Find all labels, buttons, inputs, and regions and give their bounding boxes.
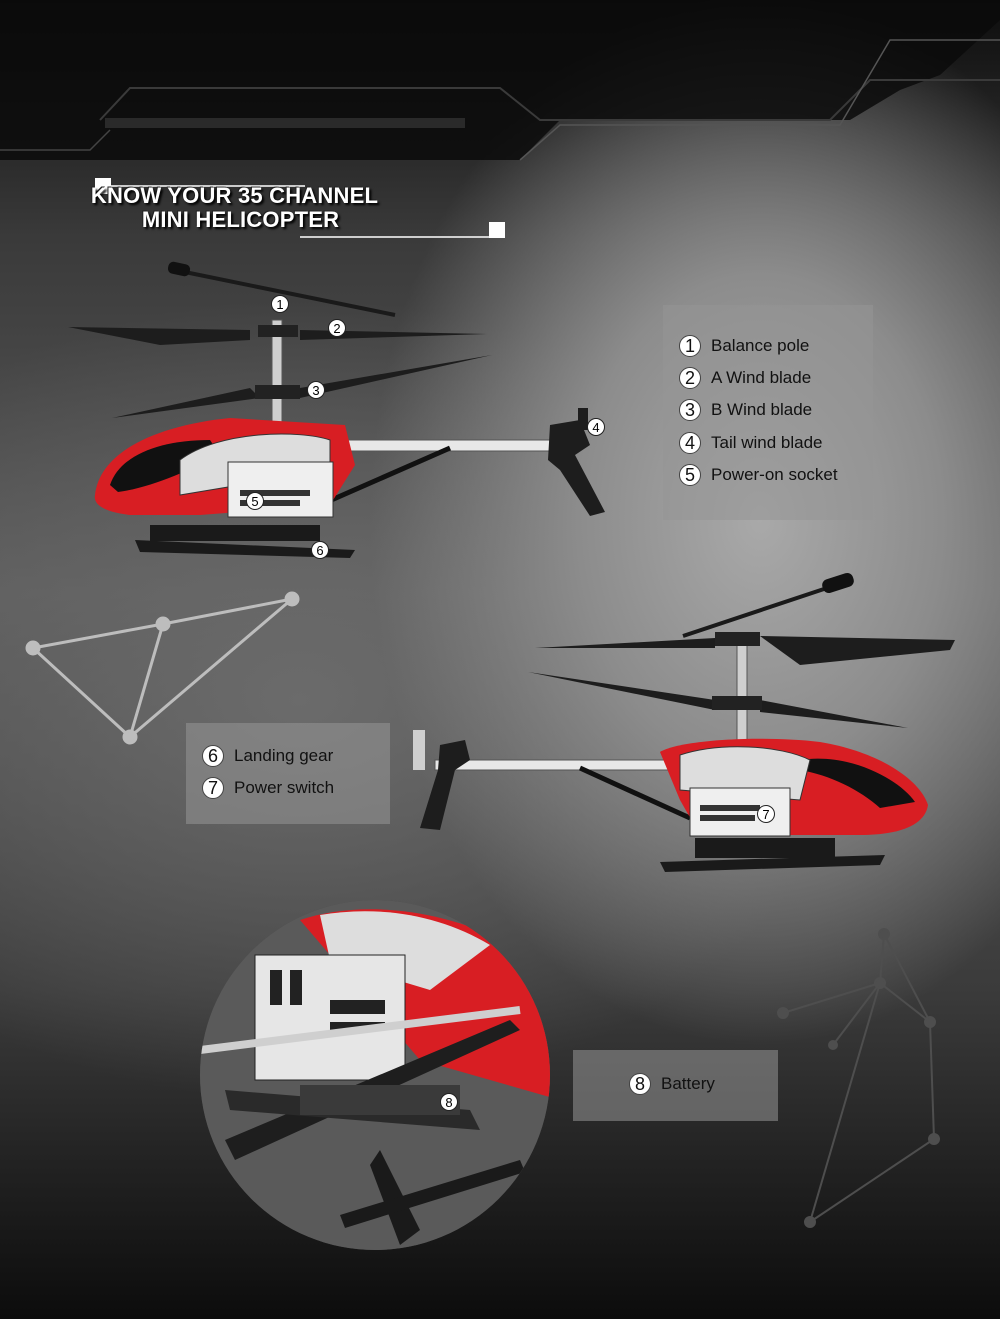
legend-number: 3 [679,399,701,421]
legend-label: Battery [661,1074,715,1093]
legend-label: Balance pole [711,336,810,355]
callout-balance-pole: 1 [271,295,289,313]
legend-parts-top: 1 Balance pole 2 A Wind blade 3 B Wind b… [663,305,873,520]
callout-battery: 8 [440,1093,458,1111]
helicopter-side-view-left [68,261,605,558]
landing-gear-closeup [200,900,550,1250]
legend-number: 6 [202,745,224,767]
title-bracket [95,178,505,238]
title-line-2: MINI HELICOPTER [141,207,340,232]
callout-tail-wind-blade: 4 [587,418,605,436]
constellation-right [777,928,940,1228]
legend-item: 3 B Wind blade [679,397,812,423]
legend-number: 5 [679,464,701,486]
title-line-1: KNOW YOUR 35 CHANNEL [90,183,379,208]
top-frame-decoration [0,0,1000,161]
legend-number: 8 [629,1073,651,1095]
callout-power-switch: 7 [757,805,775,823]
legend-number: 7 [202,777,224,799]
callout-a-wind-blade: 2 [328,319,346,337]
legend-item: 6 Landing gear [202,743,333,769]
page-title: KNOW YOUR 35 CHANNEL MINI HELICOPTER [91,175,510,245]
legend-label: Power switch [234,778,335,797]
callout-landing-gear: 6 [311,541,329,559]
legend-item: 2 A Wind blade [679,365,811,391]
legend-number: 2 [679,367,701,389]
legend-item: 7 Power switch [202,775,334,801]
legend-label: A Wind blade [711,368,812,387]
legend-item: 8 Battery [629,1071,715,1097]
constellation-left [25,591,300,745]
legend-item: 5 Power-on socket [679,462,838,488]
legend-parts-mid: 6 Landing gear 7 Power switch [186,723,390,824]
legend-label: Power-on socket [711,465,838,484]
callout-b-wind-blade: 3 [307,381,325,399]
legend-label: Tail wind blade [711,433,823,452]
helicopter-side-view-right [413,572,955,872]
legend-number: 4 [679,432,701,454]
legend-number: 1 [679,335,701,357]
legend-label: Landing gear [234,746,334,765]
legend-parts-bottom: 8 Battery [573,1050,778,1121]
callout-power-on-socket: 5 [246,492,264,510]
legend-item: 4 Tail wind blade [679,430,823,456]
legend-label: B Wind blade [711,400,813,419]
legend-item: 1 Balance pole [679,333,809,359]
